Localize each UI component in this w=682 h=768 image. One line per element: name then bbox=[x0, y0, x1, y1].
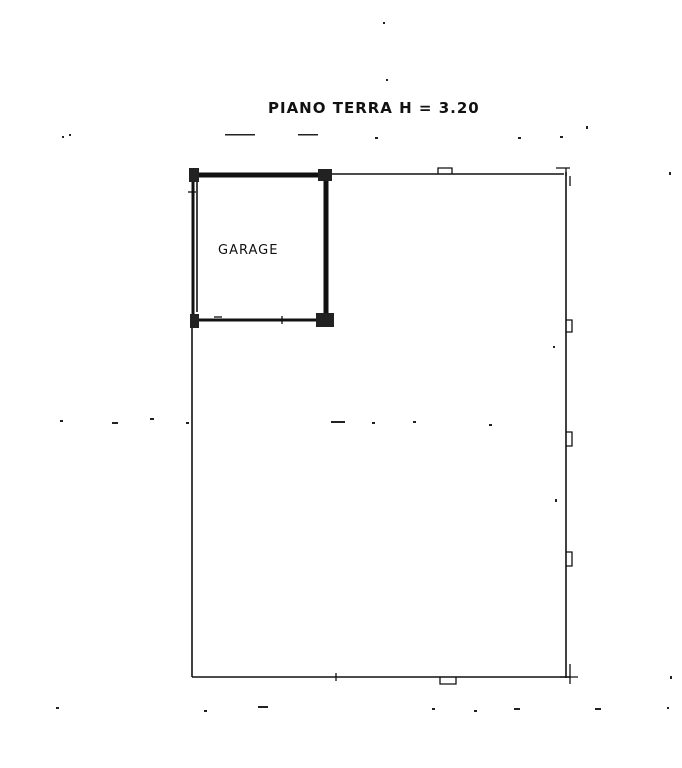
tick-bottom-2 bbox=[439, 677, 457, 685]
garage-corner-bottom-left bbox=[190, 314, 199, 328]
tick-top-1 bbox=[437, 167, 453, 174]
tick-bottom-corner bbox=[560, 664, 578, 684]
garage-label: GARAGE bbox=[218, 243, 278, 258]
garage-room bbox=[189, 168, 334, 328]
garage-corner-top-left bbox=[189, 168, 199, 182]
garage-corner-top-right bbox=[318, 169, 332, 181]
building-outline bbox=[191, 172, 570, 678]
tick-right-3 bbox=[566, 551, 573, 567]
plan-title: PIANO TERRA H = 3.20 bbox=[268, 99, 480, 117]
tick-top-corner bbox=[556, 167, 571, 186]
scan-specks bbox=[56, 22, 672, 712]
tick-right-1 bbox=[566, 319, 573, 333]
garage-corner-bottom-right bbox=[316, 313, 334, 327]
tick-right-2 bbox=[566, 431, 573, 447]
opening-marks bbox=[188, 167, 578, 685]
